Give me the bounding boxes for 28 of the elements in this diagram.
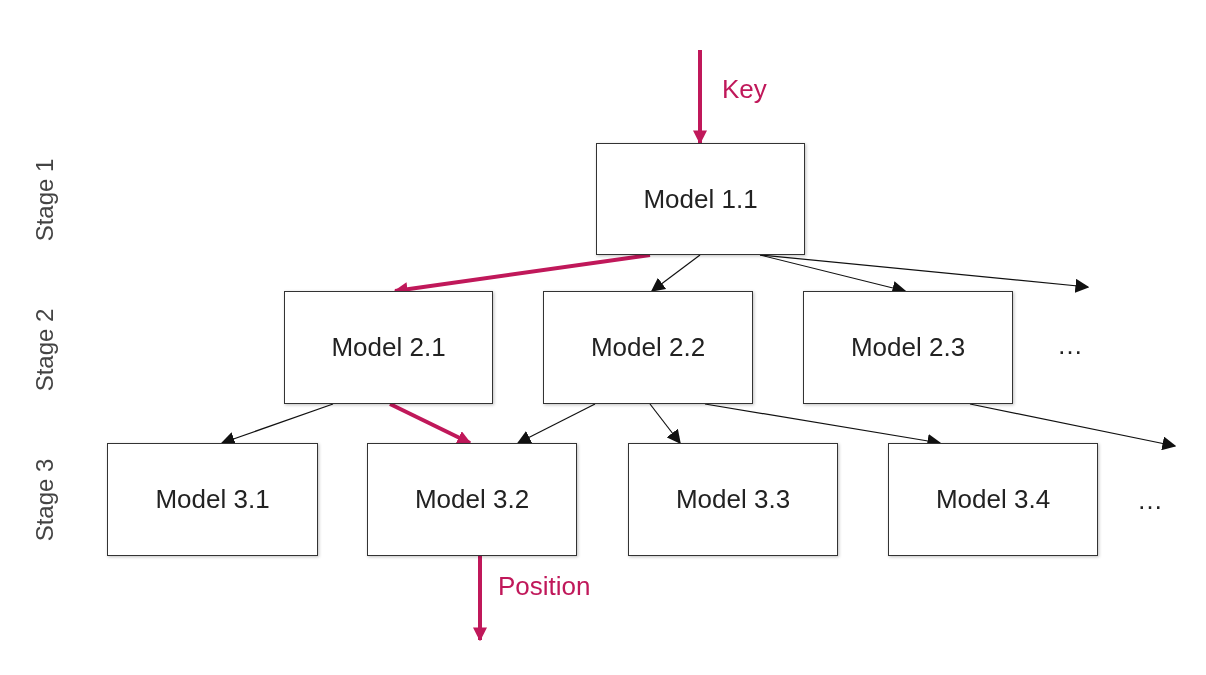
model-box [803,291,1013,404]
model-label: Model 3.1 [155,484,270,515]
arrow [389,402,472,445]
model-box [367,443,577,556]
model-box [596,143,805,255]
model-box [628,443,838,556]
arrow [516,403,596,444]
stage-label: Stage 1 [31,158,59,242]
arrow [473,556,487,642]
model-label: Model 2.3 [850,332,966,363]
model-box [888,443,1098,556]
arrow [649,403,681,445]
arrow [693,50,707,145]
model-box [284,291,493,404]
arrow [969,403,1177,451]
model-label: Model 3.3 [675,484,791,515]
stage-label: Stage 3 [31,458,59,542]
arrow [650,254,701,292]
ellipsis: … [1137,484,1163,516]
model-label: Model 2.2 [590,332,706,363]
model-label: Model 2.1 [331,332,446,363]
ellipsis: … [1057,329,1083,361]
model-label: Model 3.4 [935,484,1051,515]
model-label: Model 3.2 [414,484,530,515]
model-box [543,291,753,404]
model-box [107,443,318,556]
model-label: Model 1.1 [643,183,758,215]
stage-label: Stage 2 [31,308,59,392]
